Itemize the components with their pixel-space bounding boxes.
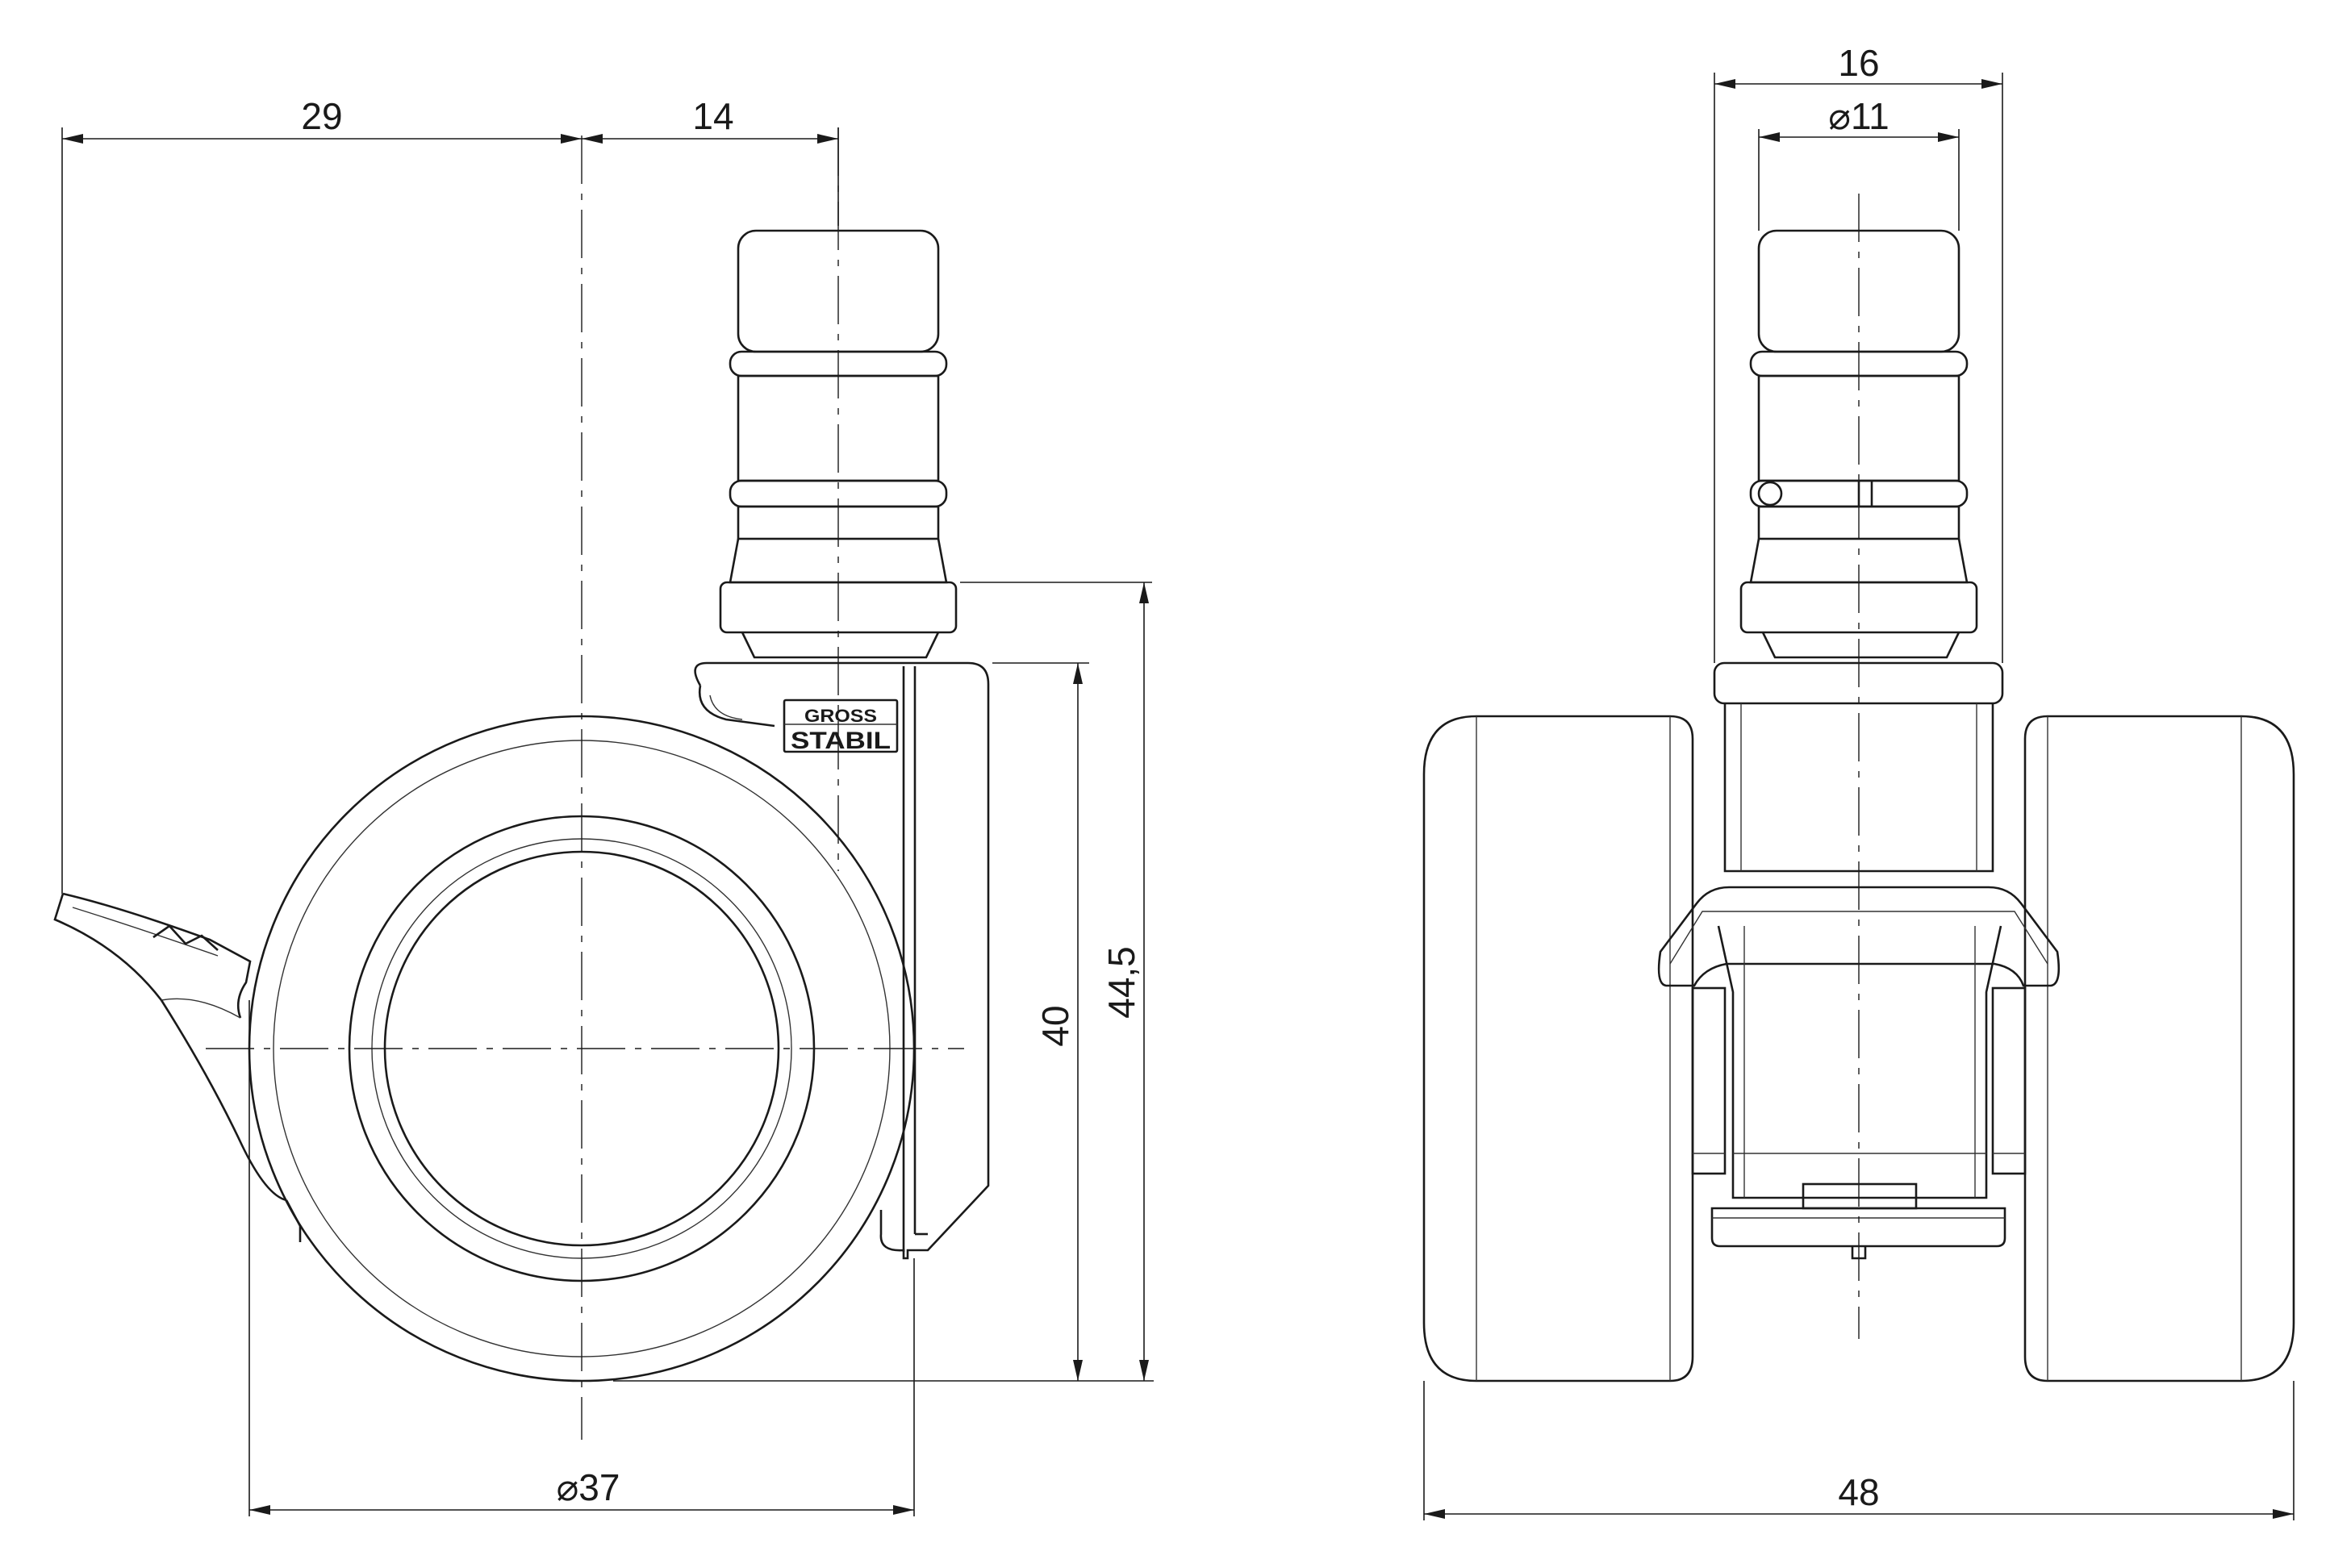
side-housing (694, 661, 990, 1260)
front-brake (1657, 886, 2061, 1260)
dimension-label-40: 40 (1034, 1005, 1076, 1046)
front-wheel-left (1422, 715, 1694, 1382)
dimension-label-48: 48 (1838, 1471, 1879, 1513)
brand-logo: GROSS STABIL (783, 699, 899, 754)
side-extension-lines (61, 127, 1154, 1516)
front-extension-lines (1423, 73, 2295, 1520)
dimension-label-44-5: 44,5 (1100, 946, 1142, 1019)
logo-text-top: GROSS (804, 706, 877, 726)
dimension-label-37: ⌀37 (557, 1466, 620, 1508)
dimension-label-29: 29 (301, 95, 342, 137)
logo-text-bottom: STABIL (791, 728, 891, 754)
dimension-label-16: 16 (1838, 42, 1879, 84)
front-axle (1691, 986, 2027, 1175)
dimension-label-11: ⌀11 (1828, 95, 1889, 137)
front-housing (1713, 661, 2004, 873)
front-view: 16 ⌀11 48 (1422, 42, 2295, 1520)
front-wheel-right (2023, 715, 2295, 1382)
brake-lever (53, 892, 302, 1242)
dimension-label-14: 14 (692, 95, 733, 137)
side-view: GROSS STABIL (53, 95, 1154, 1516)
